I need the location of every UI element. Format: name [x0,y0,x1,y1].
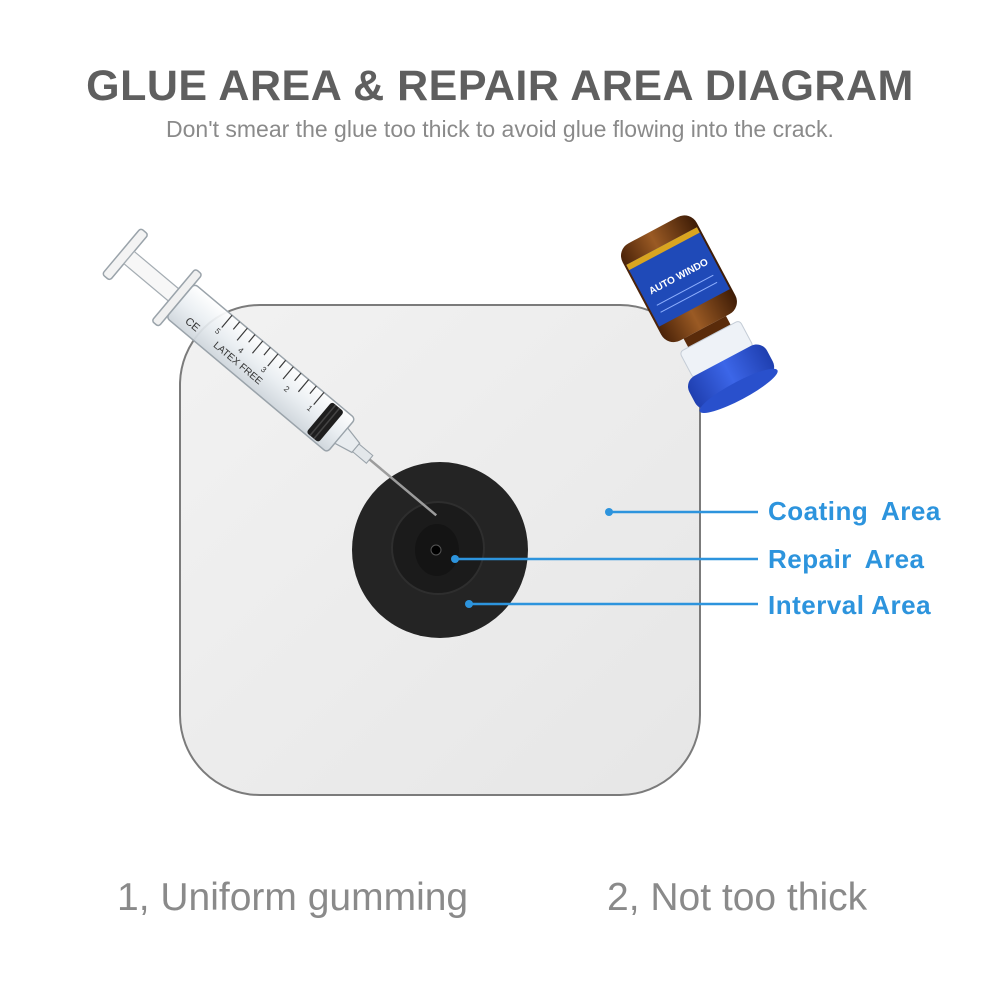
syringe-graduations [221,314,325,406]
caption-uniform-gumming: 1, Uniform gumming [117,876,469,919]
syringe-tip [333,427,361,454]
repair-area-label: Repair Area [768,544,925,574]
bottle-neck [683,316,732,350]
syringe-scale-number: 2 [282,384,292,394]
syringe-needle [368,458,438,517]
syringe-scale-number: 5 [213,326,223,336]
page-subtitle: Don't smear the glue too thick to avoid … [166,116,834,142]
glue-bottle: AUTO WINDO [620,215,778,414]
syringe-scale-number: 1 [305,404,315,414]
plunger-rod [123,250,182,304]
plunger-stopper [307,402,343,442]
page-title: GLUE AREA & REPAIR AREA DIAGRAM [86,62,914,110]
repair-hole [430,544,442,556]
coating-area-label: Coating Area [768,496,941,526]
syringe-scale-number: 4 [236,346,246,356]
interval-area-label: Interval Area [768,590,932,620]
bottle-cap-top [699,368,778,414]
bottle-cap [688,344,775,410]
caption-not-too-thick: 2, Not too thick [607,876,868,919]
syringe-scale-number: 3 [259,365,269,375]
leader-lines [451,508,758,608]
